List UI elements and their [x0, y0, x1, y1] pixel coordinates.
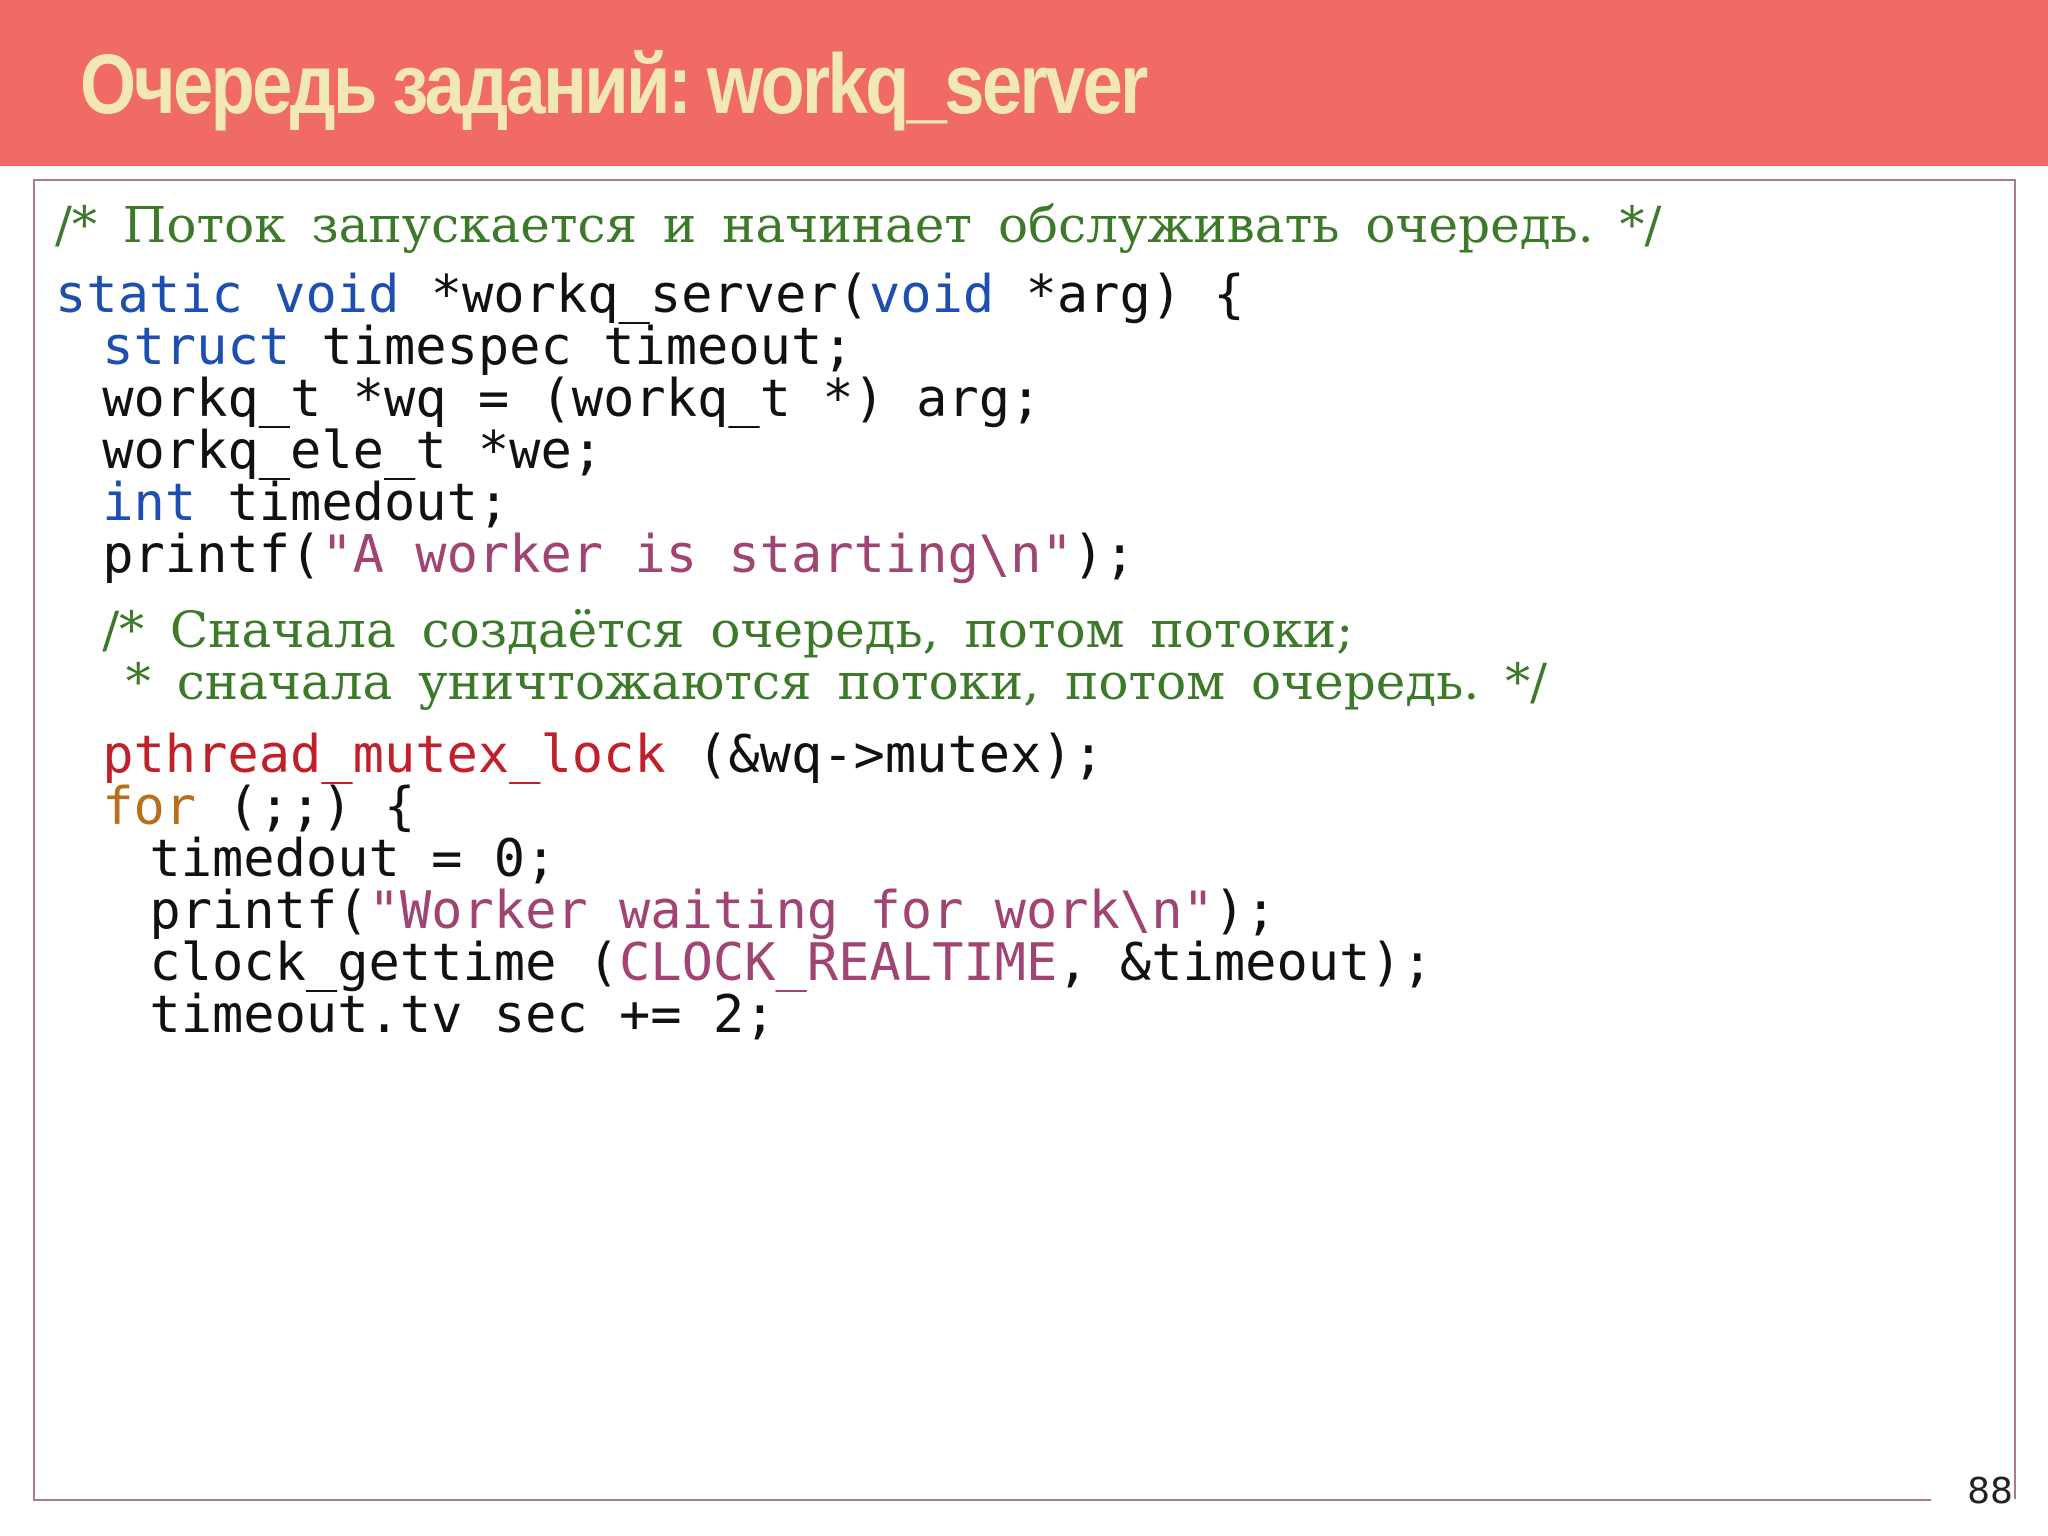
code-token-cm: /* Поток запускается и начинает обслужив… — [55, 196, 1662, 254]
code-token-plain: timedout; — [196, 473, 510, 533]
code-token-plain: , &timeout); — [1057, 933, 1433, 993]
code-token-cm: * сначала уничтожаются потоки, потом оче… — [125, 653, 1548, 711]
code-token-const: CLOCK_REALTIME — [619, 933, 1058, 993]
bottom-divider — [33, 1499, 1931, 1501]
code-token-plain: workq_t *wq = (workq_t *) arg; — [102, 369, 1042, 429]
code-token-cm: /* Сначала создаётся очередь, потом пото… — [102, 601, 1354, 659]
code-line: printf("A worker is starting\n"); — [102, 521, 1135, 589]
code-token-plain: *arg) { — [994, 265, 1245, 325]
code-token-plain: timespec timeout; — [290, 317, 854, 377]
code-line: int timedout; — [102, 469, 509, 537]
code-token-kw: static — [55, 265, 243, 325]
code-token-plain: printf( — [149, 881, 369, 941]
code-line: static void *workq_server(void *arg) { — [55, 261, 1245, 329]
code-token-plain: printf( — [102, 525, 322, 585]
code-token-kw: struct — [102, 317, 291, 377]
code-token-plain: clock_gettime ( — [149, 933, 619, 993]
code-token-kw: void — [869, 265, 995, 325]
code-token-plain: *workq_server( — [399, 265, 869, 325]
code-token-flow: for — [102, 777, 197, 837]
page-number: 88 — [1967, 1471, 2013, 1512]
code-token-plain: ); — [1072, 525, 1136, 585]
code-token-kw: void — [274, 265, 400, 325]
code-line: timeout.tv sec += 2; — [149, 981, 775, 1049]
code-frame: /* Поток запускается и начинает обслужив… — [33, 179, 2016, 1499]
code-line: struct timespec timeout; — [102, 313, 853, 381]
code-token-plain: (;;) { — [196, 777, 416, 837]
code-line: clock_gettime (CLOCK_REALTIME, &timeout)… — [149, 929, 1433, 997]
code-token-plain: workq_ele_t *we; — [102, 421, 604, 481]
code-token-plain: (&wq->mutex); — [665, 725, 1105, 785]
code-token-plain: timeout.tv sec += 2; — [149, 985, 776, 1045]
code-line: printf("Worker waiting for work\n"); — [149, 877, 1276, 945]
code-line: workq_t *wq = (workq_t *) arg; — [102, 365, 1041, 433]
code-line: timedout = 0; — [149, 825, 556, 893]
code-token-plain: ); — [1213, 881, 1277, 941]
code-token-fn: pthread_mutex_lock — [102, 725, 666, 785]
slide-header: Очередь заданий: workq_server — [0, 0, 2048, 166]
code-token-str: "Worker waiting for work\n" — [368, 881, 1214, 941]
code-line: workq_ele_t *we; — [102, 417, 603, 485]
code-token-plain: timedout = 0; — [149, 829, 557, 889]
code-comment-line: /* Сначала создаётся очередь, потом пото… — [102, 596, 1353, 664]
code-token-str: "A worker is starting\n" — [321, 525, 1073, 585]
code-comment-line: /* Поток запускается и начинает обслужив… — [55, 191, 1661, 259]
code-comment-line: * сначала уничтожаются потоки, потом оче… — [126, 648, 1547, 716]
slide-title: Очередь заданий: workq_server — [80, 37, 1148, 131]
code-line: pthread_mutex_lock (&wq->mutex); — [102, 721, 1104, 789]
code-line: for (;;) { — [102, 773, 415, 841]
code-token-kw: int — [102, 473, 197, 533]
